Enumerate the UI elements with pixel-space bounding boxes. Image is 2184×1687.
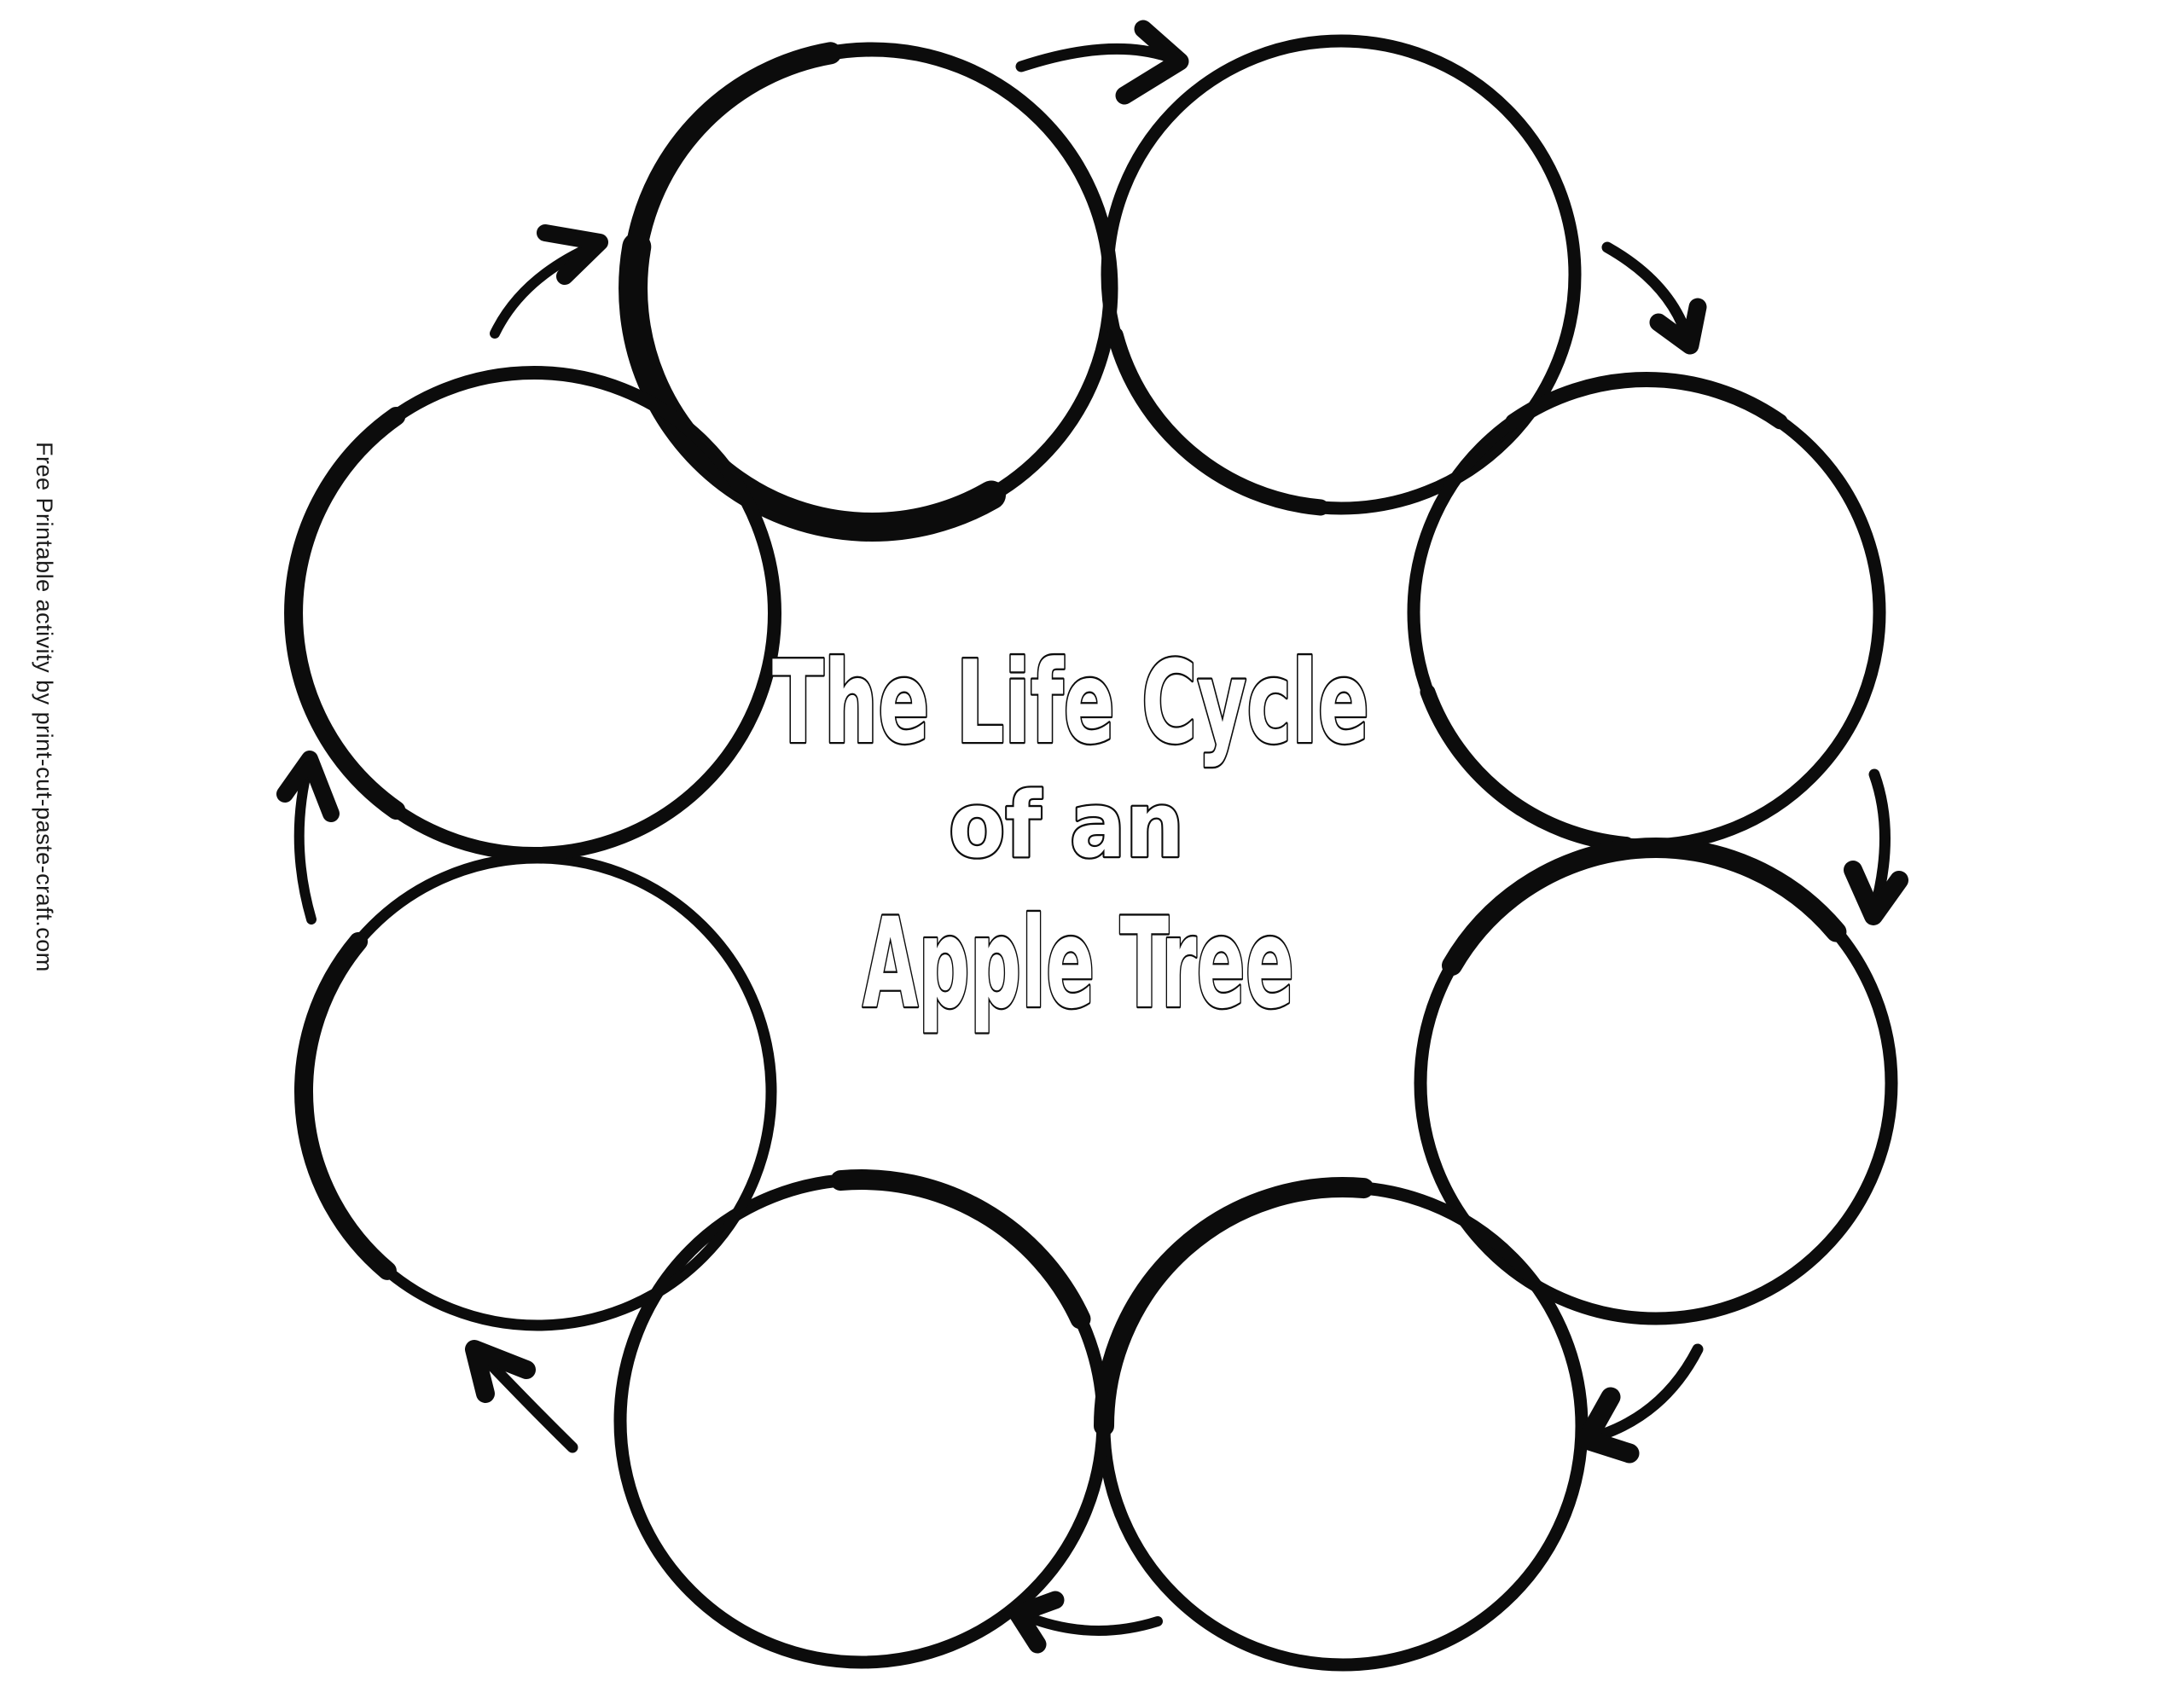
stage-circle-7 [294, 852, 777, 1331]
stage-circle-5 [1094, 1177, 1589, 1672]
arrow-right-down-flow-icon [1844, 768, 1908, 925]
arrow-upper-right-down-flow-icon [1601, 241, 1707, 355]
arrow-top-right-flow-icon [1015, 20, 1189, 105]
arrow-upper-left-right-flow-icon [490, 224, 608, 339]
arrow-bottom-left-flow-icon [1008, 1591, 1163, 1654]
arrow-lower-left-up-flow-icon [465, 1340, 578, 1453]
diagram-title: The Life Cycle of an Apple Tree [770, 635, 1372, 1039]
title-line-3: Apple Tree [863, 891, 1294, 1036]
watermark-credit: Free Printable activity by print-cut-pas… [32, 442, 57, 972]
stage-circle-6 [613, 1169, 1110, 1669]
stage-circle-8 [284, 366, 781, 861]
stage-circle-1 [619, 42, 1118, 542]
stage-circle-3 [1407, 372, 1886, 852]
stage-circle-4 [1414, 838, 1898, 1325]
arrow-lower-right-left-flow-icon [1577, 1343, 1704, 1464]
title-line-1: The Life Cycle [772, 636, 1369, 769]
title-line-2: of an [949, 773, 1184, 878]
stage-circle-2 [1101, 34, 1582, 516]
flow-arrows-group [276, 20, 1908, 1654]
stage-circles-group [284, 34, 1898, 1672]
arrow-left-up-flow-icon [276, 751, 340, 925]
